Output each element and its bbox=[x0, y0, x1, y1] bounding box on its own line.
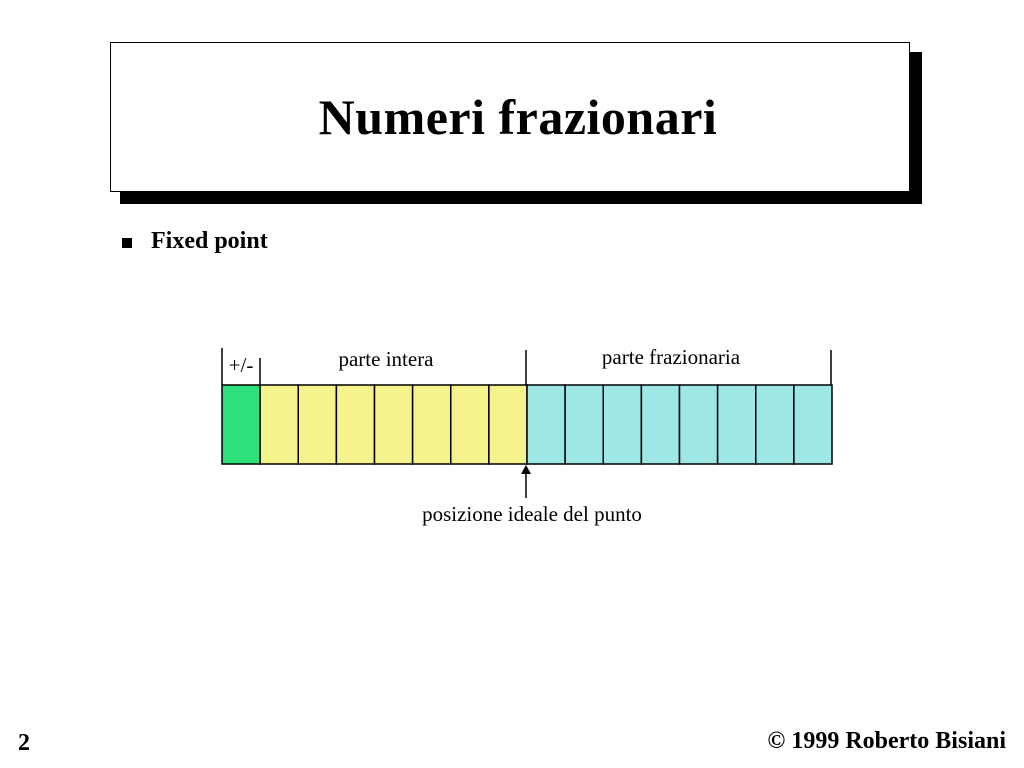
bullet-item: Fixed point bbox=[122, 228, 268, 255]
point-arrow-head-icon bbox=[521, 465, 531, 474]
fraction-bit-cell bbox=[564, 384, 604, 465]
fraction-bit-cell bbox=[640, 384, 681, 465]
fraction-bit-cell bbox=[678, 384, 719, 465]
fraction-bit-cell bbox=[602, 384, 643, 465]
bullet-square-icon bbox=[122, 237, 132, 248]
bullet-text: Fixed point bbox=[151, 228, 268, 254]
point-position-label: posizione ideale del punto bbox=[422, 502, 642, 526]
fraction-part-label: parte frazionaria bbox=[602, 345, 741, 369]
copyright-notice: © 1999 Roberto Bisiani bbox=[767, 728, 1006, 754]
slide-title: Numeri frazionari bbox=[318, 89, 718, 145]
fraction-bit-cell bbox=[526, 384, 566, 465]
integer-bit-cell bbox=[411, 384, 452, 465]
fraction-bit-cell bbox=[793, 384, 833, 465]
page-number: 2 bbox=[18, 730, 30, 756]
sign-bit-cell bbox=[221, 384, 261, 465]
sign-label: +/- bbox=[229, 353, 254, 377]
integer-bit-cell bbox=[450, 384, 490, 465]
title-box: Numeri frazionari bbox=[110, 42, 910, 192]
integer-bit-cell bbox=[297, 384, 338, 465]
integer-part-label: parte intera bbox=[338, 347, 434, 371]
integer-bit-cell bbox=[373, 384, 414, 465]
integer-bit-cell bbox=[488, 384, 528, 465]
fraction-bit-cell bbox=[716, 384, 757, 465]
integer-bit-cell bbox=[259, 384, 299, 465]
integer-bit-cell bbox=[335, 384, 376, 465]
fraction-bit-cell bbox=[755, 384, 795, 465]
cells-group bbox=[221, 384, 833, 465]
